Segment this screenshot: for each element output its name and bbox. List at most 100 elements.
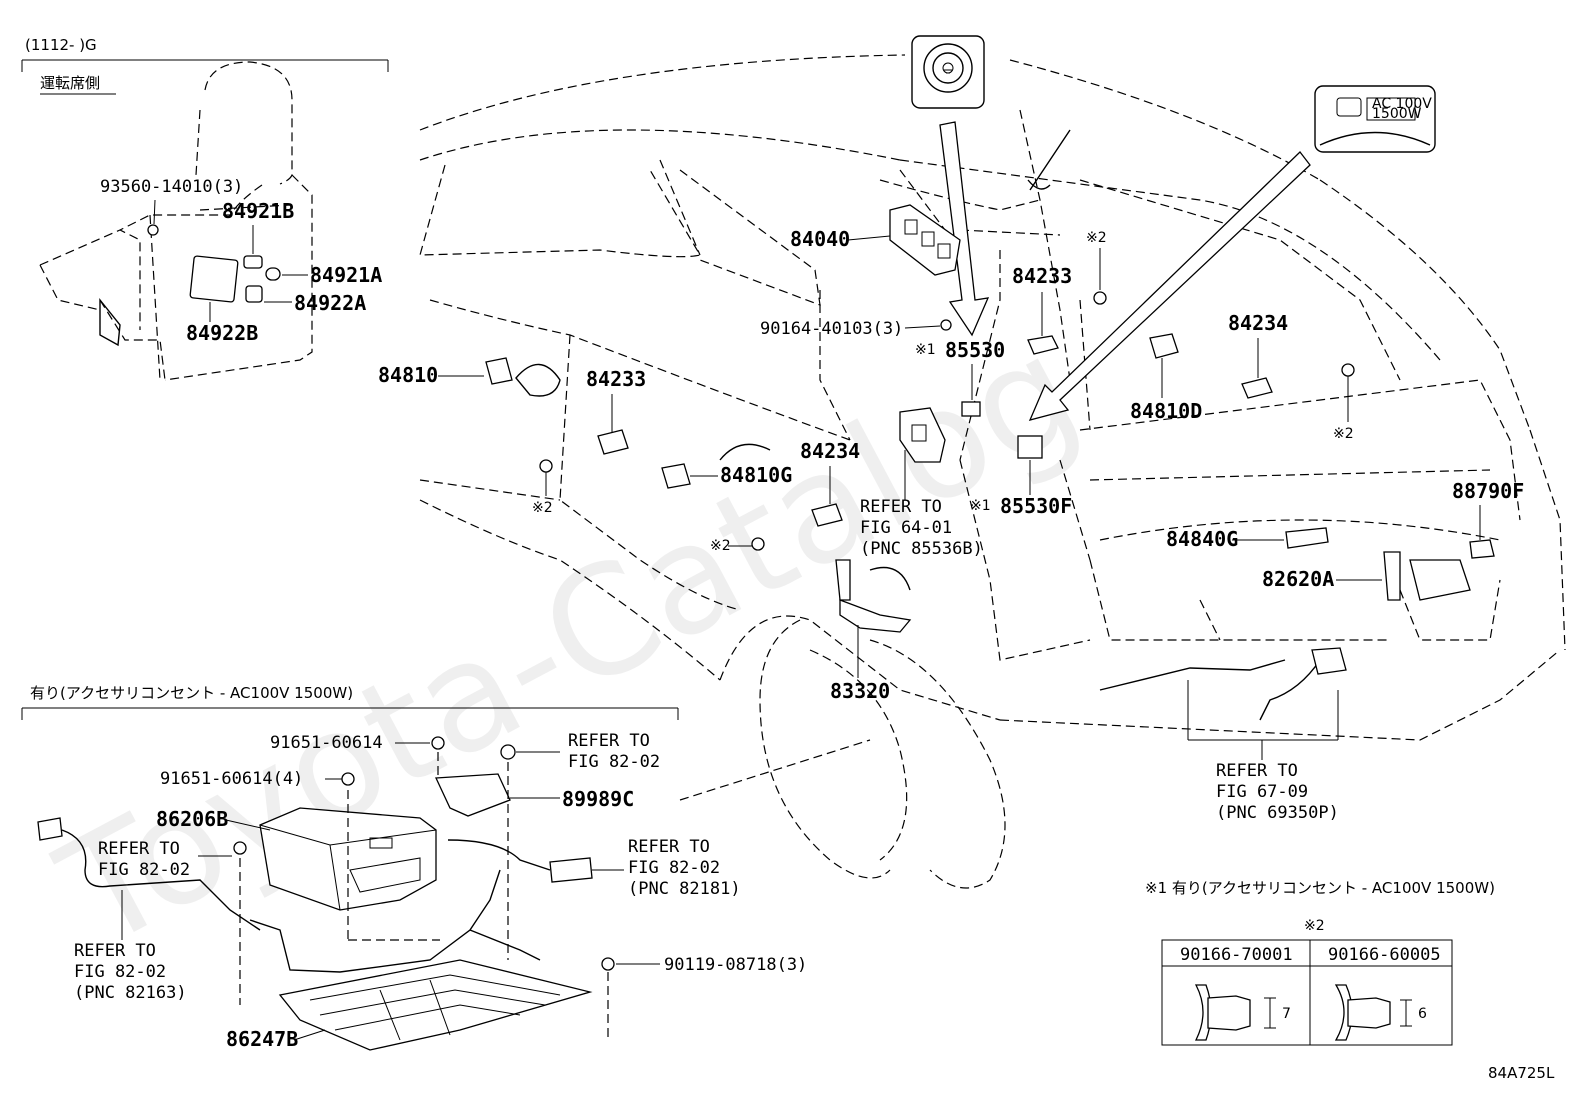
mark1-b: ※1 — [970, 498, 991, 514]
arrow-to-85530F — [1028, 151, 1311, 421]
screw-mark2-b — [1341, 363, 1355, 377]
badge-ac100v: AC 100V — [1372, 96, 1432, 112]
knob-84922A — [245, 285, 263, 303]
clip-84234-lower — [811, 503, 843, 527]
assembly-guides — [239, 752, 609, 1040]
part-84840G — [1285, 527, 1329, 549]
screw-mark2-a — [1093, 291, 1107, 305]
note1-legend: ※1 有り(アクセサリコンセント - AC100V 1500W) — [1145, 879, 1495, 897]
ac-outlet-badge: AC 100V 1500W — [1314, 85, 1436, 153]
label-83320: 83320 — [830, 679, 890, 703]
label-84233-lower: 84233 — [586, 367, 646, 391]
driver-side-label: 運転席側 — [40, 74, 100, 92]
label-88790F: 88790F — [1452, 479, 1524, 503]
label-89989C: 89989C — [562, 787, 634, 811]
screw-mark2-c — [539, 459, 553, 473]
part-84810D — [1149, 333, 1179, 359]
outlet-cover-inset — [911, 35, 985, 109]
ref-8202c-line2: FIG 82-02 — [628, 858, 720, 878]
arrow-to-outlet — [939, 121, 990, 337]
label-91651-b: 91651-60614(4) — [160, 769, 303, 789]
screw-90166-70001: 7 — [1194, 984, 1291, 1041]
harness-82181 — [447, 839, 551, 871]
mount-bracket — [249, 869, 501, 973]
mount-bracket-arm — [469, 929, 541, 961]
label-90119: 90119-08718(3) — [664, 955, 807, 975]
figure-code: 84A725L — [1488, 1064, 1555, 1082]
seat-drawing — [39, 61, 313, 381]
leader-to-vehicle — [679, 739, 871, 801]
ref-8202b-line1: REFER TO — [98, 839, 180, 859]
label-85530F: 85530F — [1000, 494, 1072, 518]
ref-6709-line1: REFER TO — [1216, 761, 1298, 781]
ref-8202c-line1: REFER TO — [628, 837, 710, 857]
clip-84233-upper — [1027, 335, 1059, 355]
label-90164: 90164-40103(3) — [760, 319, 903, 339]
label-84921A: 84921A — [310, 263, 382, 287]
seat-inset: (1112- )G 運転席側 93560-14010(3) 84921B — [21, 36, 389, 381]
cover-86247B — [278, 959, 593, 1051]
label-84922A: 84922A — [294, 291, 366, 315]
ref-6401-line2: FIG 64-01 — [860, 518, 952, 538]
screw-mark2-d — [751, 537, 765, 551]
bracket-82620A — [1383, 551, 1401, 601]
ref-6401-line1: REFER TO — [860, 497, 942, 517]
knob-84921B — [243, 255, 263, 269]
label-82620A: 82620A — [1262, 567, 1334, 591]
label-84810: 84810 — [378, 363, 438, 387]
sensor-83320-head — [835, 559, 851, 601]
clip-84233-lower — [597, 429, 629, 455]
dim-7: 7 — [1282, 1006, 1291, 1022]
part-85530 — [961, 401, 981, 417]
bolt-90119 — [601, 957, 615, 971]
part-84040 — [889, 204, 961, 276]
label-84040: 84040 — [790, 227, 850, 251]
ref-8202c-line3: (PNC 82181) — [628, 879, 741, 899]
label-84233-upper: 84233 — [1012, 264, 1072, 288]
mark2-b: ※2 — [1333, 426, 1354, 442]
mark2-d: ※2 — [710, 538, 731, 554]
screw-table: 90166-70001 90166-60005 7 6 — [1161, 939, 1453, 1046]
dim-6: 6 — [1418, 1006, 1427, 1022]
label-93560: 93560-14010(3) — [100, 177, 243, 197]
bracket-85536B — [899, 407, 946, 463]
harness-82163 — [61, 829, 261, 931]
table-header-2: 90166-60005 — [1328, 945, 1441, 965]
mark2-a: ※2 — [1086, 230, 1107, 246]
table-header-1: 90166-70001 — [1180, 945, 1293, 965]
part-85530F — [1017, 435, 1043, 459]
nut-8202 — [500, 744, 516, 760]
ref-6709-line3: (PNC 69350P) — [1216, 803, 1339, 823]
part-88790F — [1469, 539, 1495, 559]
bolt-91651-b — [341, 772, 355, 786]
part-84810G — [661, 463, 691, 489]
ref-6709-line2: FIG 67-09 — [1216, 782, 1308, 802]
label-84234-lower: 84234 — [800, 439, 860, 463]
knob-84921A — [265, 267, 281, 281]
handle-outline-rear — [719, 443, 771, 461]
connector-82181 — [549, 857, 593, 883]
connector-82163 — [37, 817, 63, 841]
screw-90164 — [940, 319, 952, 331]
model-range-label: (1112- )G — [25, 36, 97, 54]
label-86206B: 86206B — [156, 807, 228, 831]
label-91651-a: 91651-60614 — [270, 733, 383, 753]
ref-8202d-line2: FIG 82-02 — [74, 962, 166, 982]
ref-8202a-line2: FIG 82-02 — [568, 752, 660, 772]
vehicle-body — [419, 54, 1566, 889]
ref-8202d-line3: (PNC 82163) — [74, 983, 187, 1003]
handle-outline-front — [515, 363, 561, 397]
badge-1500w: 1500W — [1372, 106, 1422, 122]
bolt-91651-a — [431, 736, 445, 750]
label-84921B: 84921B — [222, 199, 294, 223]
label-85530: 85530 — [945, 338, 1005, 362]
ref-6401-curve — [869, 566, 911, 591]
label-84922B: 84922B — [186, 321, 258, 345]
harness-connector — [1311, 647, 1347, 675]
outlet-module-82620A — [1409, 559, 1471, 601]
label-86247B: 86247B — [226, 1027, 298, 1051]
sensor-83320-bracket — [839, 599, 912, 633]
note2-title: ※2 — [1304, 918, 1325, 934]
inverter-86206B — [259, 807, 437, 911]
